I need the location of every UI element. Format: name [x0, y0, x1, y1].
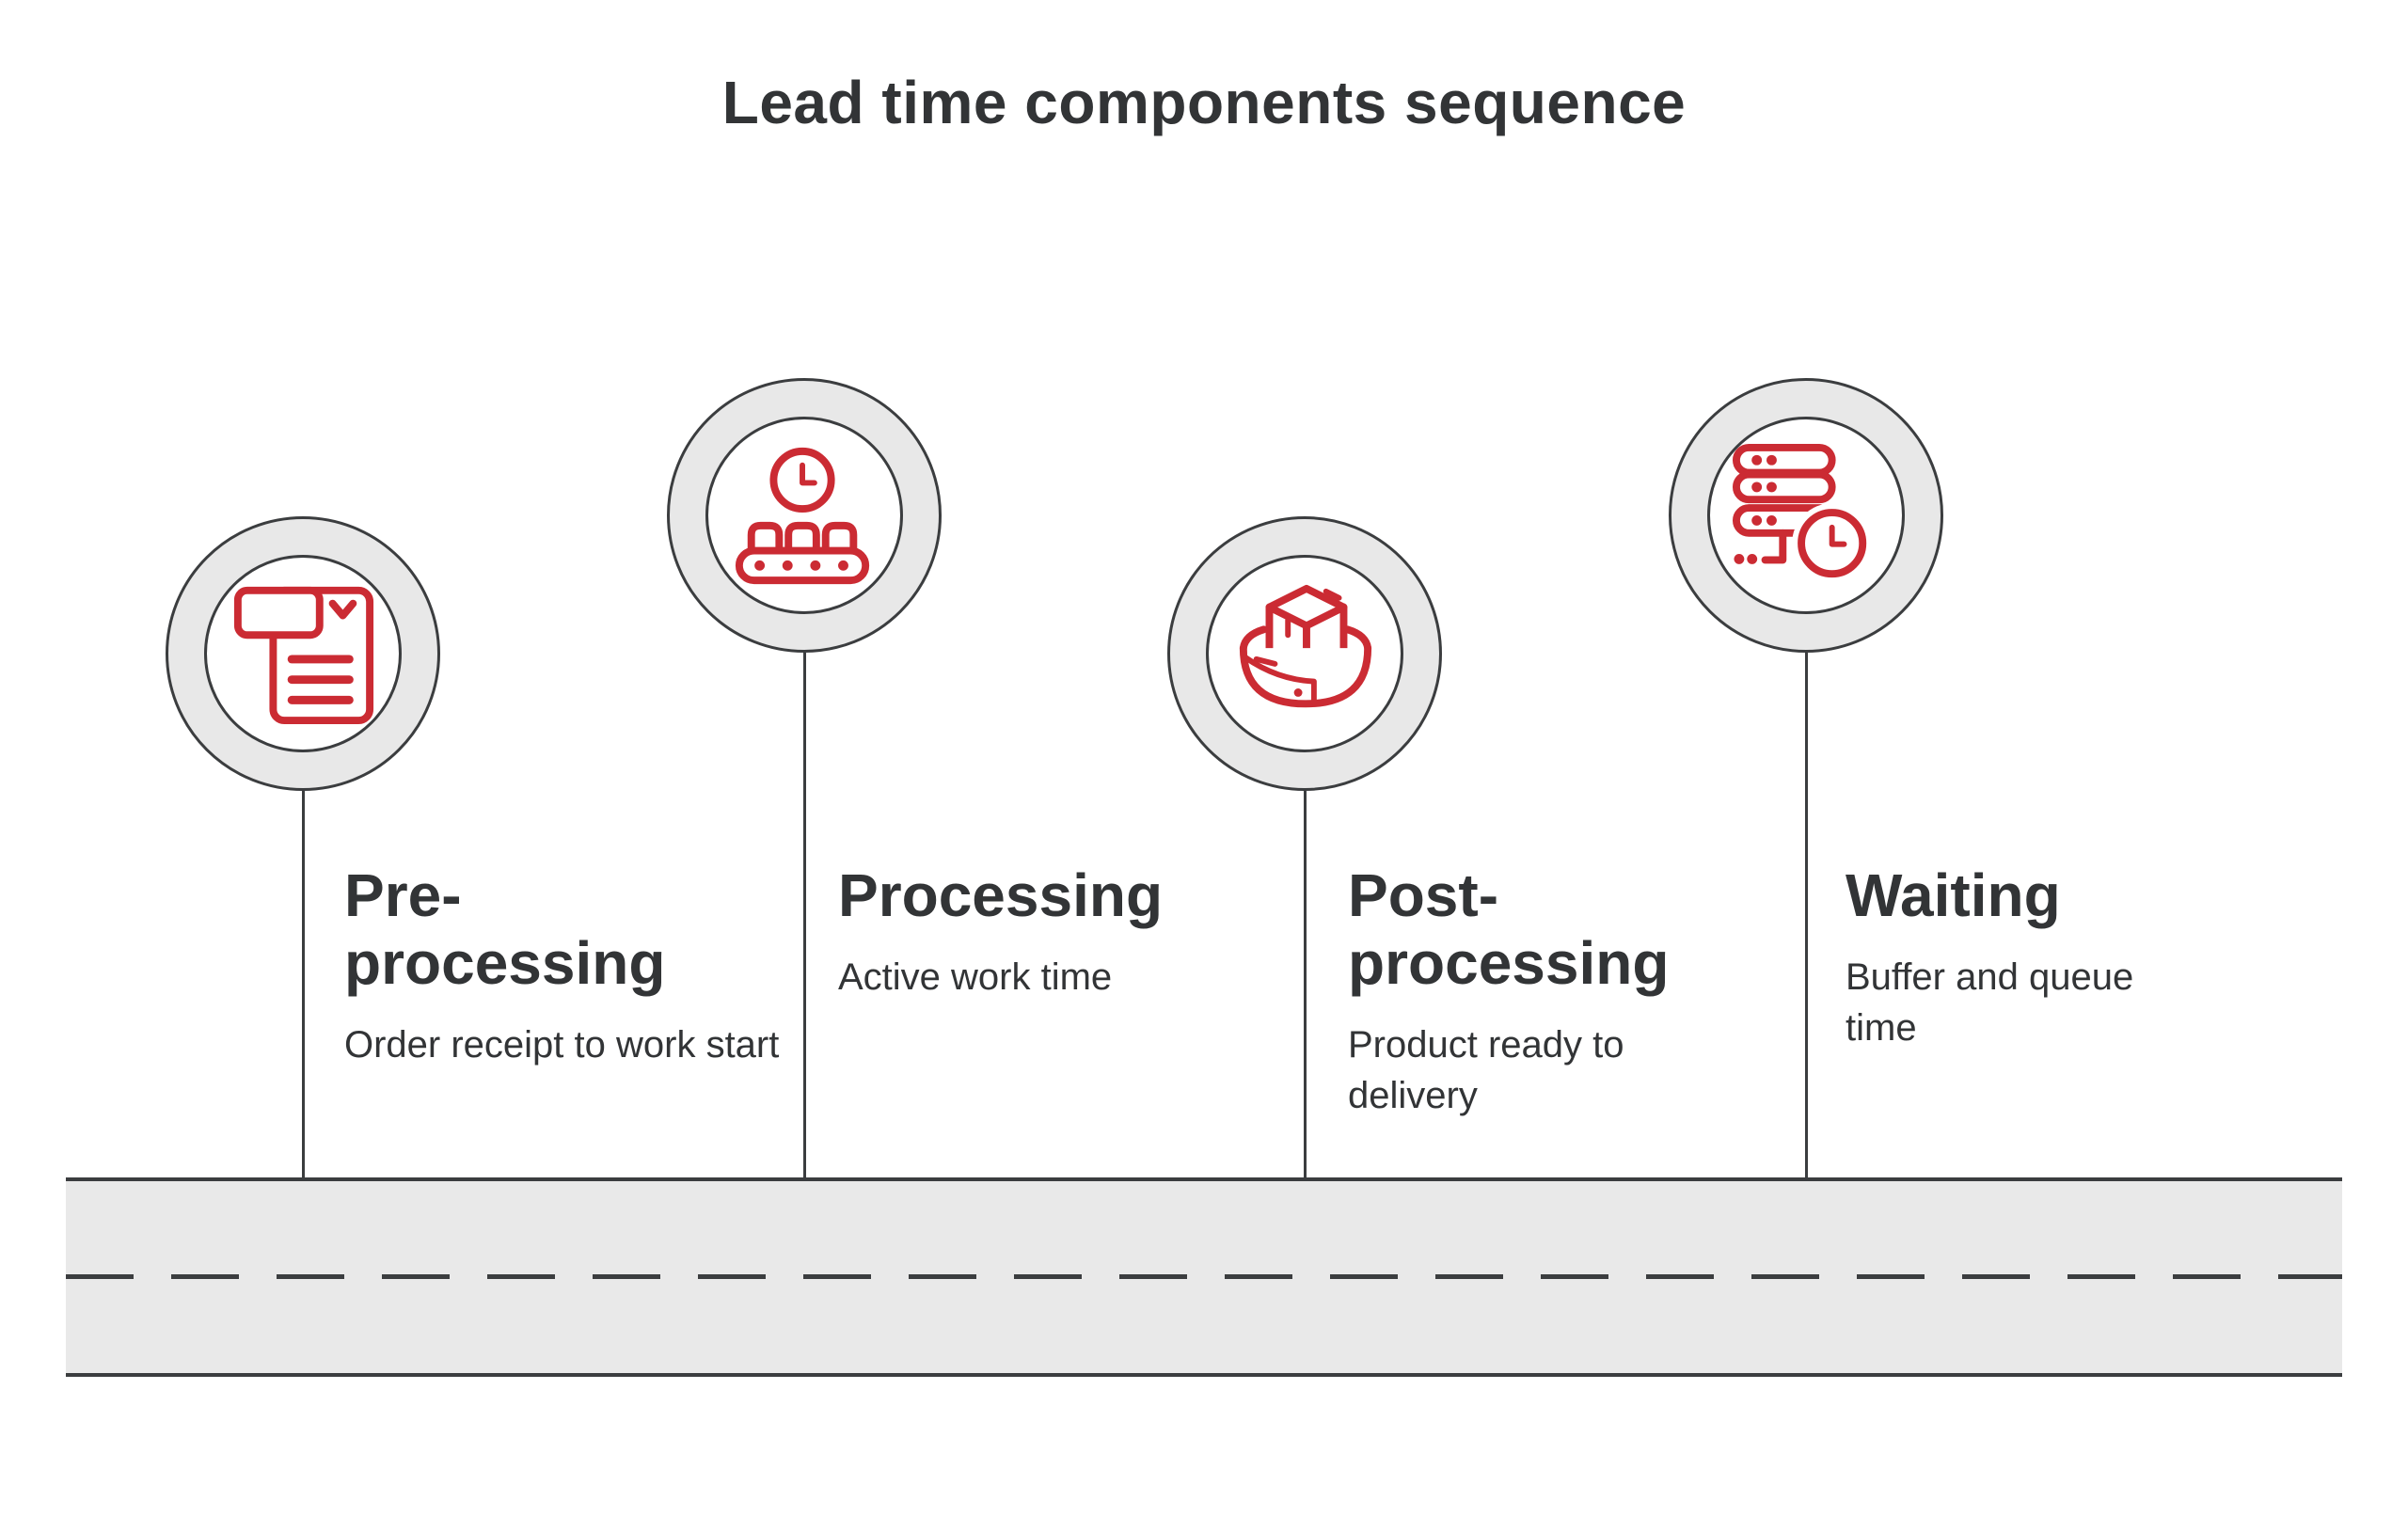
milestone-circle-inner: [705, 417, 903, 614]
timeline-dashed-line: [66, 1274, 2342, 1279]
order-document-icon: [233, 586, 374, 725]
milestone-circle-processing: [667, 378, 942, 653]
milestone-circle-inner: [1206, 555, 1403, 752]
milestone-circle-waiting: [1669, 378, 1943, 653]
milestone-title: Post-processing: [1348, 861, 1670, 997]
milestone-description: Active work time: [838, 956, 1113, 998]
connector-line: [803, 653, 806, 1264]
milestone-description: Order receipt to work start: [344, 1024, 780, 1066]
milestone-description: Product ready to delivery: [1348, 1024, 1624, 1116]
milestone-text-pre-processing: Pre-processing Order receipt to work sta…: [344, 861, 815, 1070]
milestone-title: Pre-processing: [344, 861, 666, 997]
server-queue-clock-icon: [1732, 443, 1873, 584]
timeline-road: [66, 1177, 2342, 1377]
connector-line: [302, 791, 305, 1264]
package-on-pallet-icon: [1239, 584, 1372, 708]
milestone-title: Waiting: [1846, 861, 2061, 929]
connector-line: [1805, 653, 1808, 1264]
milestone-text-waiting: Waiting Buffer and queue time: [1846, 861, 2203, 1053]
milestone-title: Processing: [838, 861, 1164, 929]
page-title: Lead time components sequence: [721, 69, 1687, 136]
milestone-circle-post-processing: [1167, 516, 1442, 791]
milestone-circle-inner: [1707, 417, 1905, 614]
milestone-circle-pre-processing: [166, 516, 440, 791]
milestone-text-post-processing: Post-processing Product ready to deliver…: [1348, 861, 1752, 1121]
milestone-text-processing: Processing Active work time: [838, 861, 1280, 1003]
conveyor-belt-clock-icon: [735, 447, 870, 585]
connector-line: [1304, 791, 1307, 1264]
milestone-circle-inner: [204, 555, 402, 752]
milestone-description: Buffer and queue time: [1846, 956, 2134, 1049]
